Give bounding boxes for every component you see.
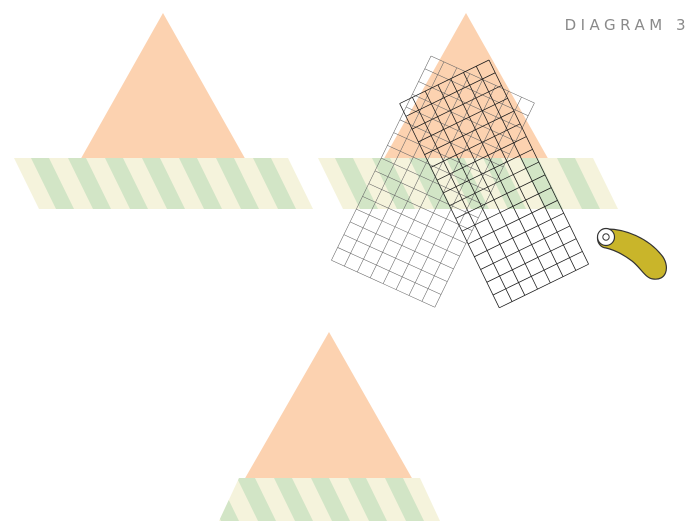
triangle-fabric-piece xyxy=(79,13,247,162)
striped-fabric-strip xyxy=(0,158,333,209)
triangle-fabric-piece xyxy=(244,332,413,480)
panel-cutting xyxy=(298,13,666,308)
panel-before-cut xyxy=(0,13,333,209)
trimmed-striped-strip xyxy=(200,478,461,521)
panel-after-cut xyxy=(200,332,461,521)
cutter-blade-hub xyxy=(603,234,609,240)
rotary-cutter-icon xyxy=(598,229,667,280)
grid-line xyxy=(331,260,434,307)
